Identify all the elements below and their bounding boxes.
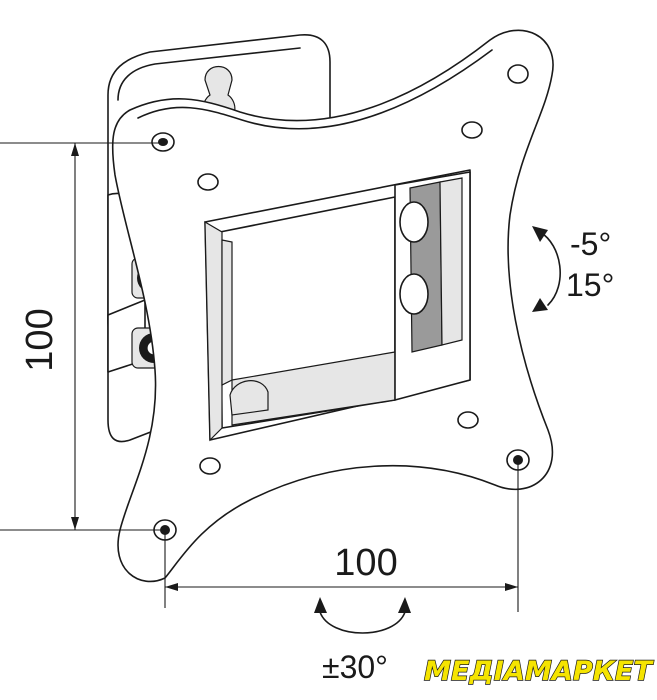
vesa-plate xyxy=(111,29,554,583)
hole-inner-top-right xyxy=(461,121,483,139)
hole-inner-bottom-left xyxy=(199,457,221,475)
brand-logo: МЕДІАМАРКЕТ xyxy=(423,655,655,687)
vertical-dimension: 100 xyxy=(0,142,160,531)
tilt-arrow-down xyxy=(532,298,548,312)
swivel-label: ±30° xyxy=(322,649,388,685)
tilt-up-label: -5° xyxy=(570,226,611,262)
horizontal-dimension: 100 xyxy=(164,462,519,612)
swivel-arrow-left xyxy=(314,597,327,613)
hole-top-right xyxy=(507,64,529,84)
swivel-arrow-right xyxy=(398,597,411,613)
vertical-dimension-label: 100 xyxy=(19,308,61,371)
tilt-down-label: 15° xyxy=(566,267,614,303)
tilt-indicator: -5° 15° xyxy=(532,226,614,312)
tilt-arrow-up xyxy=(532,226,548,242)
brand-logo-text: МЕДІАМАРКЕТ xyxy=(424,656,655,687)
hole-inner-bottom-right xyxy=(457,411,479,429)
horizontal-dimension-label: 100 xyxy=(334,542,397,584)
hole-inner-top-left xyxy=(197,173,219,191)
swivel-indicator: ±30° xyxy=(314,597,411,685)
